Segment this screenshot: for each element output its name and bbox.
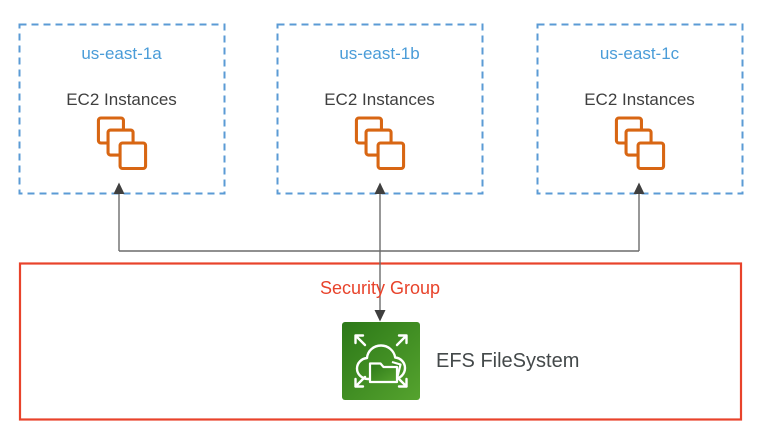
zone-name: us-east-1a (81, 44, 162, 63)
connector-lines (118, 192, 640, 311)
zone-resource-label: EC2 Instances (324, 90, 435, 109)
arrowheads (113, 182, 645, 322)
cloud-icon (355, 344, 407, 381)
folder-icon (368, 362, 399, 384)
availability-zone-us-east-1a: us-east-1a EC2 Instances (19, 24, 224, 193)
availability-zone-us-east-1c: us-east-1c EC2 Instances (537, 24, 742, 193)
ec2-instances-icon (96, 116, 147, 171)
arrow-up-icon (633, 182, 645, 194)
ec2-instances-icon (614, 116, 665, 171)
zone-resource-label: EC2 Instances (66, 90, 177, 109)
zone-name: us-east-1c (599, 44, 680, 63)
arrow-down-icon (374, 310, 386, 322)
zone-name: us-east-1b (339, 44, 420, 63)
arrow-up-icon (113, 182, 125, 194)
efs-filesystem-icon (342, 322, 420, 400)
arrow-up-icon (374, 182, 386, 194)
zone-resource-label: EC2 Instances (584, 90, 695, 109)
availability-zone-us-east-1b: us-east-1b EC2 Instances (277, 24, 482, 193)
ec2-instances-icon (354, 116, 405, 171)
efs-filesystem-label: EFS FileSystem (436, 350, 580, 372)
security-group-label: Security Group (319, 278, 441, 298)
